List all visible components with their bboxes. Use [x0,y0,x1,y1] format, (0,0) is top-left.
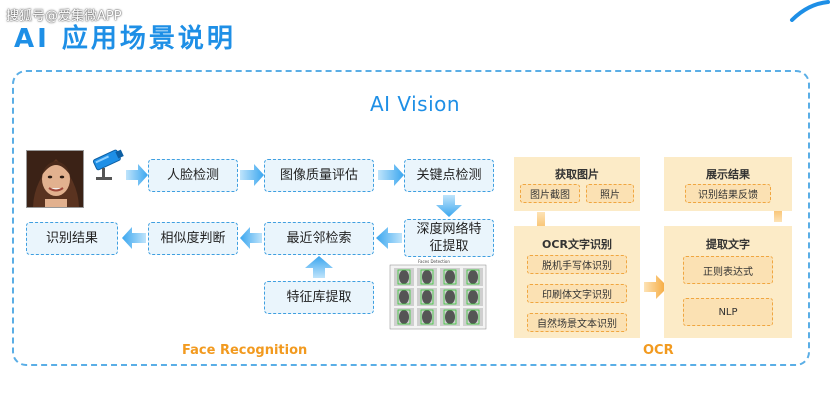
keypoint-detect-node: 关键点检测 [404,159,494,192]
image-quality-node: 图像质量评估 [264,159,374,192]
dataset-title: Faces Detection [418,259,450,264]
deep-feature-node: 深度网络特征提取 [404,219,494,257]
logo-swoosh-icon [790,0,830,22]
face-portrait-icon [27,151,83,207]
page-title: AI 应用场景说明 [14,24,236,54]
ocr-item-scene-text: 自然场景文本识别 [527,313,627,332]
node-label: 深度网络特征提取 [416,222,482,254]
feature-db-node: 特征库提取 [264,281,374,314]
result-node: 识别结果 [26,222,118,255]
ocr-item-screenshot: 图片截图 [520,184,580,203]
ocr-item-handwriting: 脱机手写体识别 [527,255,627,274]
nearest-search-node: 最近邻检索 [264,222,374,255]
ocr-label: OCR [643,343,674,358]
similarity-node: 相似度判断 [148,222,238,255]
ocr-item-feedback: 识别结果反馈 [685,184,771,203]
node-label: 最近邻检索 [286,231,352,246]
face-detect-node: 人脸检测 [148,159,238,192]
ocr-recognize-panel: OCR文字识别 脱机手写体识别 印刷体文字识别 自然场景文本识别 [514,226,640,338]
show-result-panel: 展示结果 识别结果反馈 [664,157,792,211]
node-label: 人脸检测 [166,168,219,183]
face-photo [26,150,84,208]
ocr-item-photo: 照片 [586,184,634,203]
watermark-text: 搜狐号@爱集微APP [6,9,122,24]
camera-icon [92,149,124,180]
node-label: 特征库提取 [286,290,352,305]
get-image-panel: 获取图片 图片截图 照片 [514,157,640,211]
node-label: 相似度判断 [160,231,226,246]
get-image-title: 获取图片 [555,168,599,181]
extract-text-title: 提取文字 [706,238,750,251]
ocr-recognize-title: OCR文字识别 [542,238,612,251]
show-result-title: 展示结果 [706,168,750,181]
face-recognition-label: Face Recognition [182,343,308,358]
ocr-item-nlp: NLP [683,298,773,326]
ocr-item-printed: 印刷体文字识别 [527,284,627,303]
ocr-item-regex: 正则表达式 [683,256,773,284]
face-dataset-thumbnail: Faces Detection [378,258,490,336]
node-label: 图像质量评估 [279,168,358,183]
extract-text-panel: 提取文字 正则表达式 NLP [664,226,792,338]
frame-title: AI Vision [369,92,461,116]
node-label: 关键点检测 [416,168,482,183]
node-label: 识别结果 [45,231,98,246]
